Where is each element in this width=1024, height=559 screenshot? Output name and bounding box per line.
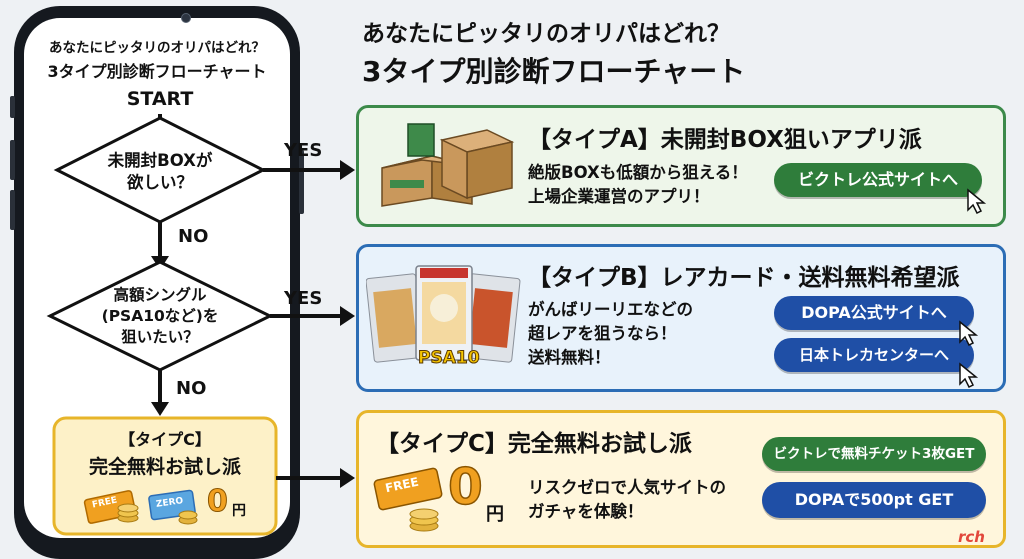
phone-side-button [10,140,15,180]
result-arrowhead [340,468,355,488]
victre-site-button[interactable]: ビクトレ公式サイトへ [774,163,982,197]
card-c-desc-line2: ガチャを体験！ [528,502,644,521]
cursor-icon [959,362,979,388]
question-2-line3: 狙いたい？ [121,328,199,346]
card-a-desc-line1: 絶版BOXも低額から狙える！ [528,163,748,182]
victre-free-ticket-button[interactable]: ビクトレで無料チケット3枚GET [762,437,986,471]
card-a-title: 【タイプA】未開封BOX狙いアプリ派 [528,127,922,153]
question-2-line1: 高額シングル [113,286,207,304]
card-c-desc-line1: リスクゼロで人気サイトの [528,478,726,497]
card-b-desc-line1: がんばリーリエなどの [528,300,693,319]
nihon-toreka-button[interactable]: 日本トレカセンターへ [774,338,974,372]
cursor-icon [967,188,987,214]
yes-label-2: YES [284,288,323,309]
yes-arrowhead-1 [340,160,355,180]
result-line2: 完全無料お試し派 [88,456,241,478]
question-1-line2: 欲しい？ [127,173,193,192]
result-line1: 【タイプC】 [119,430,211,449]
card-type-c [356,410,1006,548]
coins-icon [117,503,139,523]
card-b-desc-line2: 超レアを狙うなら！ [528,324,677,343]
flowchart-shapes [46,114,355,536]
question-1-line1: 未開封BOXが [107,151,213,170]
free-ticket-icon [373,467,443,532]
yes-arrowhead-2 [340,306,355,326]
phone-side-button [10,190,15,230]
no-label-1: NO [178,226,209,247]
psa10-badge: PSA10 [418,348,481,369]
start-label: START [126,88,194,110]
phone-side-button [299,150,304,214]
phone-title-line2: 3タイプ別診断フローチャート [47,62,267,81]
card-c-zero-number: 0 [447,457,483,517]
logo-watermark: rch [958,528,985,546]
page-title-line2: 3タイプ別診断フローチャート [362,55,746,88]
card-c-title: 【タイプC】完全無料お試し派 [376,431,692,457]
camera-dot [181,13,191,23]
question-2-line2: (PSA10など)を [101,307,219,325]
card-c-yen-unit: 円 [486,504,504,525]
cardboard-box-icon [381,123,515,207]
card-b-desc-line3: 送料無料！ [528,348,611,367]
no-arrowhead-2 [151,402,169,416]
dopa-site-button[interactable]: DOPA公式サイトへ [774,296,974,330]
coins-icon [178,510,198,525]
card-a-desc-line2: 上場企業運営のアプリ！ [528,187,710,206]
phone-title-line1: あなたにピッタリのオリパはどれ？ [49,40,265,56]
dopa-500pt-button[interactable]: DOPAで500pt GET [762,482,986,518]
zero-yen-number: 0 [207,484,229,520]
graded-cards-icon [366,265,521,363]
card-b-title: 【タイプB】レアカード・送料無料希望派 [528,265,960,291]
cursor-icon [959,320,979,346]
page-title-line1: あなたにピッタリのオリパはどれ？ [362,21,730,47]
zero-yen-unit: 円 [232,503,246,519]
question-1: 未開封BOXが 欲しい？ [90,150,230,194]
no-label-2: NO [176,378,207,399]
question-2: 高額シングル (PSA10など)を 狙いたい？ [84,285,236,348]
phone-side-button [10,96,15,118]
yes-label-1: YES [284,140,323,161]
